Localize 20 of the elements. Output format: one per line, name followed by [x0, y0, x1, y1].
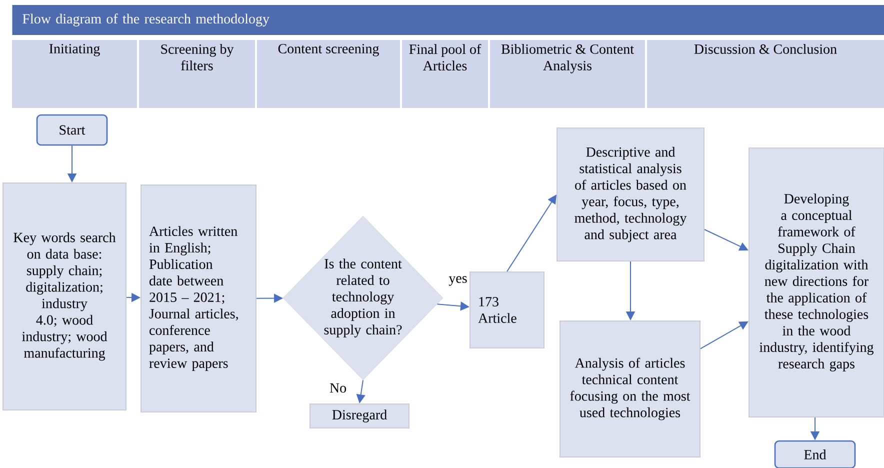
column-header: Initiating [12, 40, 137, 108]
arrow [506, 194, 556, 272]
process-box: Key words search on data base: supply chain; digitalization; industry 4.0; wood industry; wood manufacturing [2, 182, 126, 410]
column-header: Bibliometric & Content Analysis [490, 40, 645, 108]
edge-label: No [328, 382, 348, 394]
process-box: Articles written in English; Publication date between 2015 – 2021; Journal articles, conference papers, and review papers [140, 184, 256, 412]
terminal-box: End [774, 440, 856, 468]
column-header: Discussion & Conclusion [647, 40, 884, 108]
column-header: Final pool of Articles [402, 40, 488, 108]
process-box: Disregard [310, 404, 410, 428]
column-header: Content screening [257, 40, 400, 108]
process-box: Analysis of articles technical content focusing on the most used technologies [560, 320, 700, 458]
arrow [700, 321, 748, 350]
title-band: Flow diagram of the research methodology [12, 5, 884, 35]
edge-label: yes [448, 275, 468, 287]
process-box: 173 Article [470, 272, 544, 348]
process-box: Descriptive and statistical analysis of articles based on year, focus, type, method, technology and subject area [556, 128, 704, 262]
process-box: Developing a conceptual framework of Supply Chain digitalization with new directions for the application of these technologies in the wood industry, identifying research gaps [748, 148, 884, 418]
terminal-box: Start [36, 114, 108, 146]
column-header: Screening by filters [139, 40, 255, 108]
